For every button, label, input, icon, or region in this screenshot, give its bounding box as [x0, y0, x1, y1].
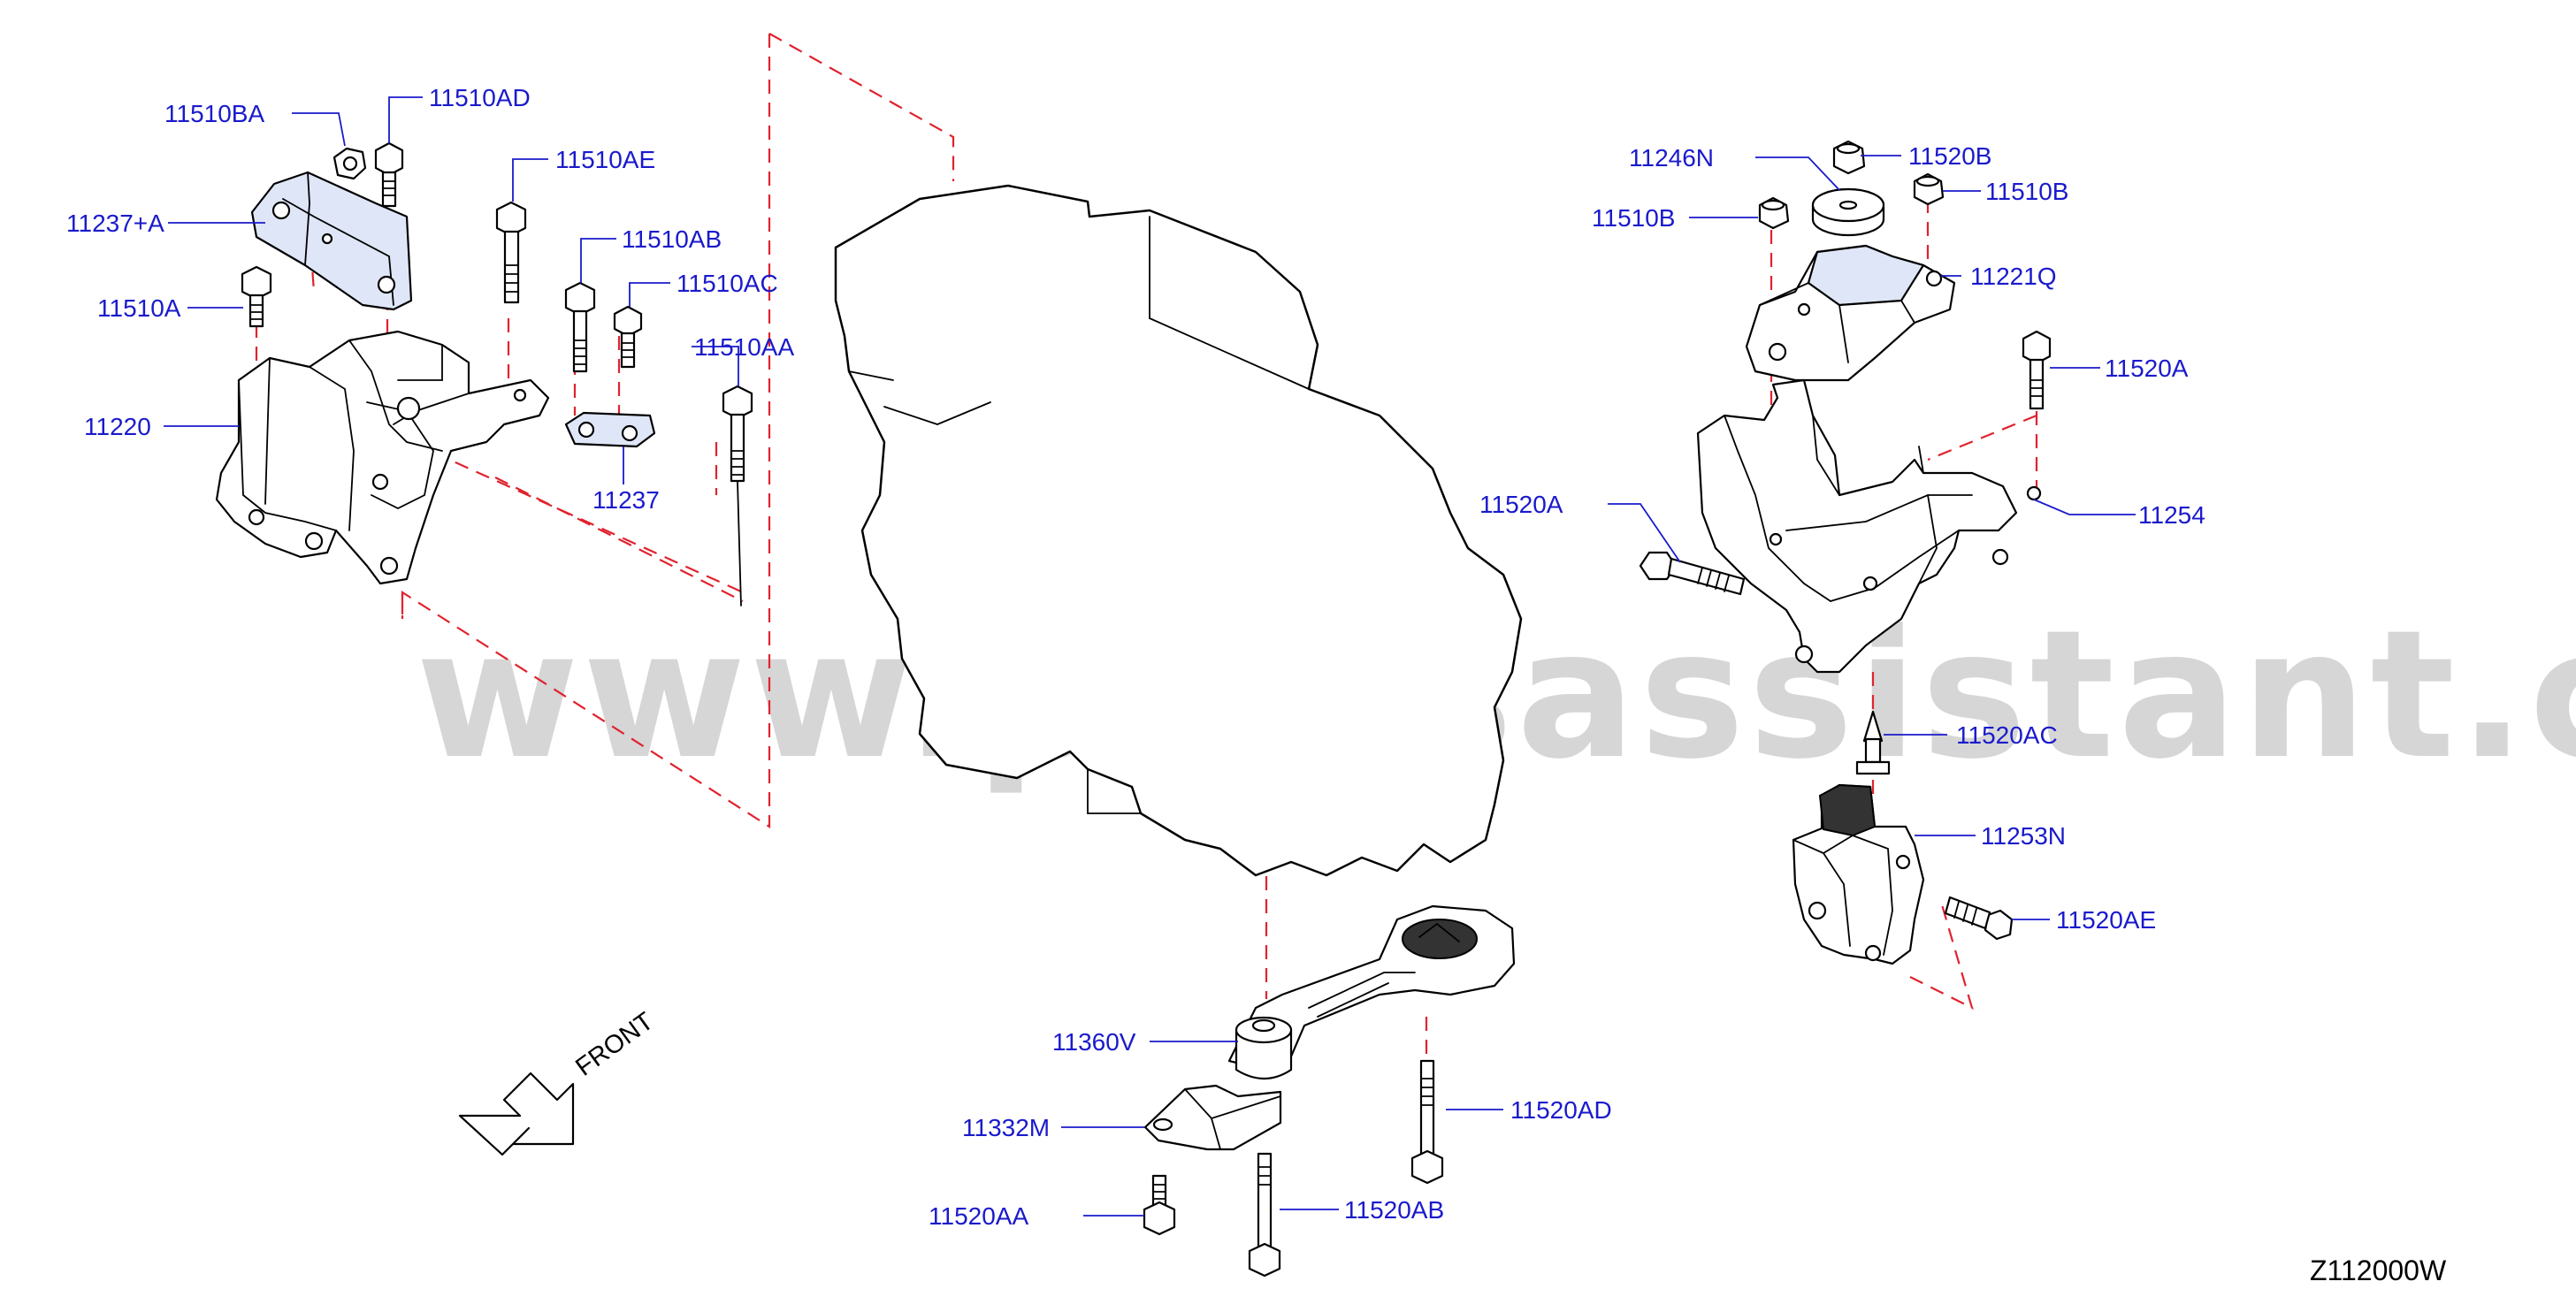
label-11332m[interactable]: 11332M	[962, 1114, 1050, 1141]
label-11510b-right[interactable]: 11510B	[1985, 178, 2068, 205]
label-11510a[interactable]: 11510A	[97, 294, 181, 322]
label-11520ad[interactable]: 11520AD	[1510, 1096, 1612, 1124]
label-11510ba[interactable]: 11510BA	[164, 100, 264, 127]
nut-11520b[interactable]	[1832, 140, 1866, 175]
label-11510ac[interactable]: 11510AC	[676, 270, 778, 297]
bolt-11520aa[interactable]	[1143, 1174, 1176, 1236]
bolt-11510aa[interactable]	[722, 385, 753, 606]
label-11360v[interactable]: 11360V	[1052, 1028, 1136, 1056]
label-11520ab[interactable]: 11520AB	[1344, 1196, 1444, 1224]
label-11237[interactable]: 11237	[592, 486, 660, 514]
bolt-11520ae[interactable]	[1944, 896, 2014, 941]
label-11510ae[interactable]: 11510AE	[555, 146, 655, 173]
bolt-11520a-right[interactable]	[2022, 330, 2052, 410]
bracket-11237a[interactable]	[250, 171, 413, 311]
label-11520a-right[interactable]: 11520A	[2105, 355, 2189, 382]
stud-11520ac[interactable]	[1855, 710, 1891, 775]
front-label: FRONT	[570, 1007, 659, 1082]
label-11510aa[interactable]: 11510AA	[694, 333, 794, 361]
bolt-11510ae[interactable]	[495, 201, 527, 304]
bolt-11510ad[interactable]	[374, 141, 404, 208]
mount-11253n[interactable]	[1792, 783, 1925, 965]
bolt-11510ab[interactable]	[564, 281, 596, 373]
label-11520a-left[interactable]: 11520A	[1479, 491, 1563, 518]
bolt-11510a[interactable]	[241, 265, 272, 328]
label-11221q[interactable]: 11221Q	[1970, 263, 2057, 290]
part-labels: 11510BA 11510AD 11510AE 11237+A 11510AB …	[66, 84, 2205, 1230]
mount-11221q[interactable]	[1745, 244, 1956, 382]
bolt-11510ac[interactable]	[613, 305, 643, 369]
label-11510ad[interactable]: 11510AD	[429, 84, 531, 111]
label-11520aa[interactable]: 11520AA	[929, 1202, 1028, 1230]
bracket-11332m[interactable]	[1143, 1084, 1282, 1151]
label-11510b-left[interactable]: 11510B	[1592, 204, 1675, 232]
nut-11510b-right[interactable]	[1913, 172, 1945, 206]
label-11520ac[interactable]: 11520AC	[1956, 721, 2058, 749]
label-11520b[interactable]: 11520B	[1908, 142, 1991, 170]
washer-11246n[interactable]	[1811, 187, 1885, 237]
nut-11510b-left[interactable]	[1758, 196, 1790, 230]
label-11253n[interactable]: 11253N	[1981, 822, 2066, 850]
nut-11510ba[interactable]	[333, 147, 367, 180]
label-11520ae[interactable]: 11520AE	[2056, 906, 2156, 934]
bolt-11520ab[interactable]	[1248, 1152, 1281, 1278]
bolt-11520a-left[interactable]	[1639, 551, 1746, 596]
front-arrow: FRONT	[458, 1007, 659, 1156]
label-11237a[interactable]: 11237+A	[66, 210, 164, 237]
diagram-code: Z112000W	[2310, 1255, 2447, 1286]
bracket-11254[interactable]	[1696, 378, 2042, 674]
mount-11220[interactable]	[215, 330, 550, 585]
engine-block	[834, 184, 1523, 877]
label-11220[interactable]: 11220	[84, 413, 151, 440]
label-11254[interactable]: 11254	[2138, 501, 2205, 529]
bolt-11520ad[interactable]	[1410, 1059, 1444, 1185]
leader-lines	[164, 96, 2136, 1217]
torque-rod-11360v[interactable]	[1227, 904, 1516, 1079]
label-11510ab[interactable]: 11510AB	[622, 225, 722, 253]
label-11246n[interactable]: 11246N	[1629, 144, 1714, 172]
plate-11237[interactable]	[564, 411, 656, 448]
